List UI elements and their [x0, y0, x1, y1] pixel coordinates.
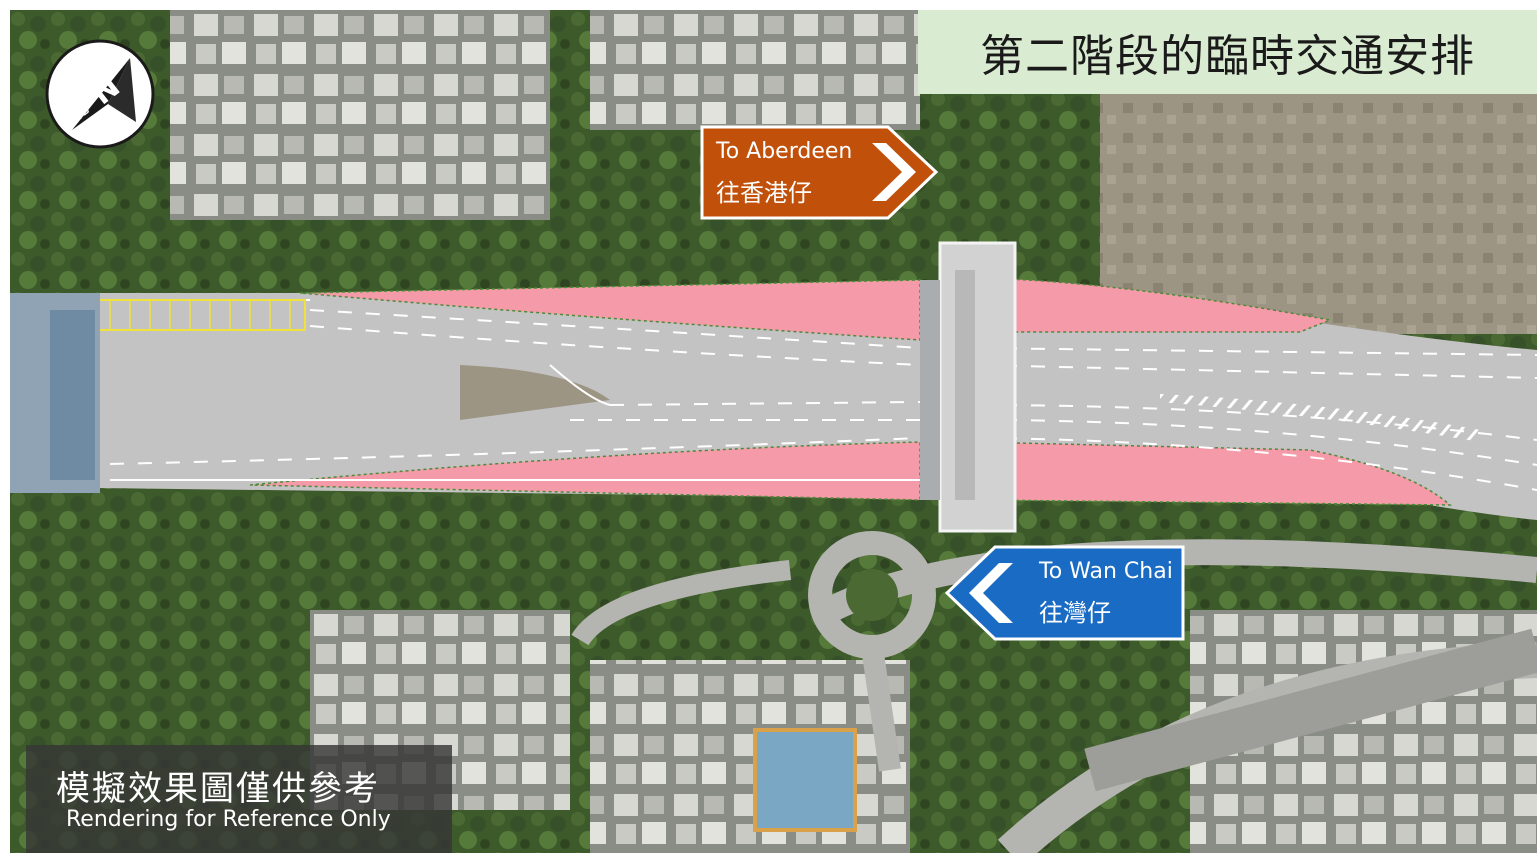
- road-south-flyover: [1084, 628, 1537, 792]
- sign-to-aberdeen: To Aberdeen 往香港仔: [700, 125, 940, 220]
- residential-buildings-north: [170, 10, 550, 220]
- disclaimer-zh: 模擬效果圖僅供參考: [56, 769, 380, 809]
- sign-wanchai-zh: 往灣仔: [1039, 599, 1111, 627]
- yellow-box-hatching: [109, 300, 291, 330]
- portal-roof: [50, 310, 95, 480]
- north-arrow-icon: N 北: [45, 39, 155, 149]
- temporary-area-north-west: [299, 279, 921, 341]
- sign-aberdeen-zh: 往香港仔: [716, 179, 812, 207]
- slip-road-line: [549, 364, 611, 406]
- sign-aberdeen-shape: [700, 125, 939, 220]
- temporary-area-south-west: [249, 441, 921, 501]
- temporary-area-north-east: [974, 277, 1333, 333]
- construction-site: [1100, 94, 1537, 334]
- buildings-south-center: [590, 660, 910, 853]
- disclaimer-en: Rendering for Reference Only: [66, 807, 391, 832]
- chevron-right-icon: [872, 143, 916, 201]
- road-west-branch: [571, 560, 792, 646]
- footbridge: [938, 241, 1017, 533]
- footbridge-deck: [955, 270, 975, 500]
- sign-to-wan-chai: To Wan Chai 往灣仔: [943, 545, 1185, 641]
- map-stage: 第二階段的臨時交通安排 To Aberdeen 往香港仔 To Wan Chai…: [10, 10, 1537, 853]
- disclaimer-box: 模擬效果圖僅供參考 Rendering for Reference Only: [26, 745, 452, 853]
- roundabout-centre: [846, 569, 898, 621]
- bridge-shadow-band: [920, 280, 940, 500]
- sign-wanchai-en: To Wan Chai: [1039, 559, 1173, 584]
- temporary-area-south-east: [974, 441, 1453, 506]
- road-roundabout-south: [861, 645, 901, 772]
- slip-road-triangle: [460, 365, 610, 420]
- stage-title-box: 第二階段的臨時交通安排: [918, 10, 1537, 94]
- buildings-north-center: [590, 10, 920, 130]
- lane-markings: [109, 309, 1537, 491]
- sign-wanchai-shape: [944, 545, 1185, 641]
- sign-aberdeen-en: To Aberdeen: [716, 139, 853, 164]
- chevron-left-icon: [969, 563, 1013, 623]
- sports-court: [753, 728, 857, 832]
- page-title: 第二階段的臨時交通安排: [980, 31, 1475, 82]
